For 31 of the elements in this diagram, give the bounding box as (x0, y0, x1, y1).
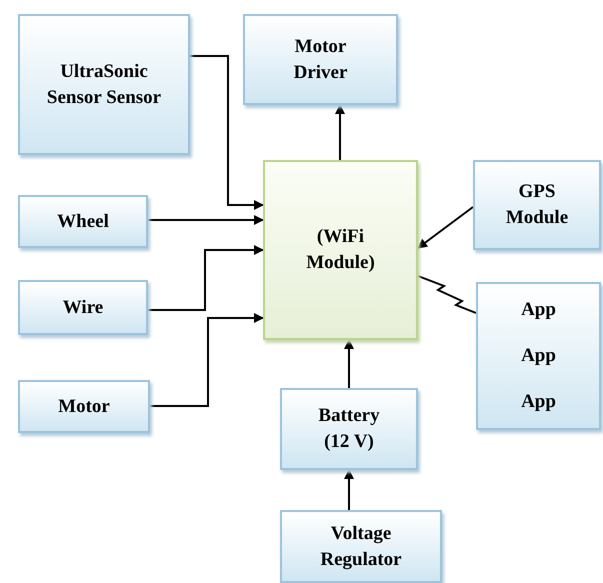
block-box (280, 510, 442, 583)
block-label: Wire (62, 296, 104, 320)
block-label: Battery (12 V) (317, 404, 381, 454)
block-label: Motor Driver (292, 34, 348, 84)
block-label: Wheel (57, 210, 109, 234)
arrow (150, 313, 264, 407)
arrow (148, 215, 264, 225)
block-label: GPS Module (504, 180, 570, 230)
block-box (280, 388, 418, 470)
block-box (18, 280, 148, 335)
block-box (18, 195, 148, 248)
block-box (476, 282, 601, 430)
block-label: App (521, 298, 556, 322)
block-label: (WiFi Module) (305, 225, 376, 275)
block-label: Voltage Regulator (319, 522, 403, 572)
block-label: UltraSonic Sensor Sensor (46, 60, 162, 110)
block-label: App (521, 390, 556, 414)
arrow (417, 206, 474, 249)
arrow (335, 104, 345, 160)
arrow (148, 245, 264, 311)
arrow (190, 55, 264, 210)
wireless-link (418, 275, 476, 314)
block-box (243, 14, 398, 105)
module-box (263, 160, 418, 340)
block-box (473, 160, 601, 250)
block-box (18, 380, 150, 433)
block-label: Motor (58, 394, 110, 418)
arrow (344, 469, 354, 510)
arrow (344, 339, 354, 388)
block-label: App (521, 344, 556, 368)
block-box (18, 14, 190, 155)
